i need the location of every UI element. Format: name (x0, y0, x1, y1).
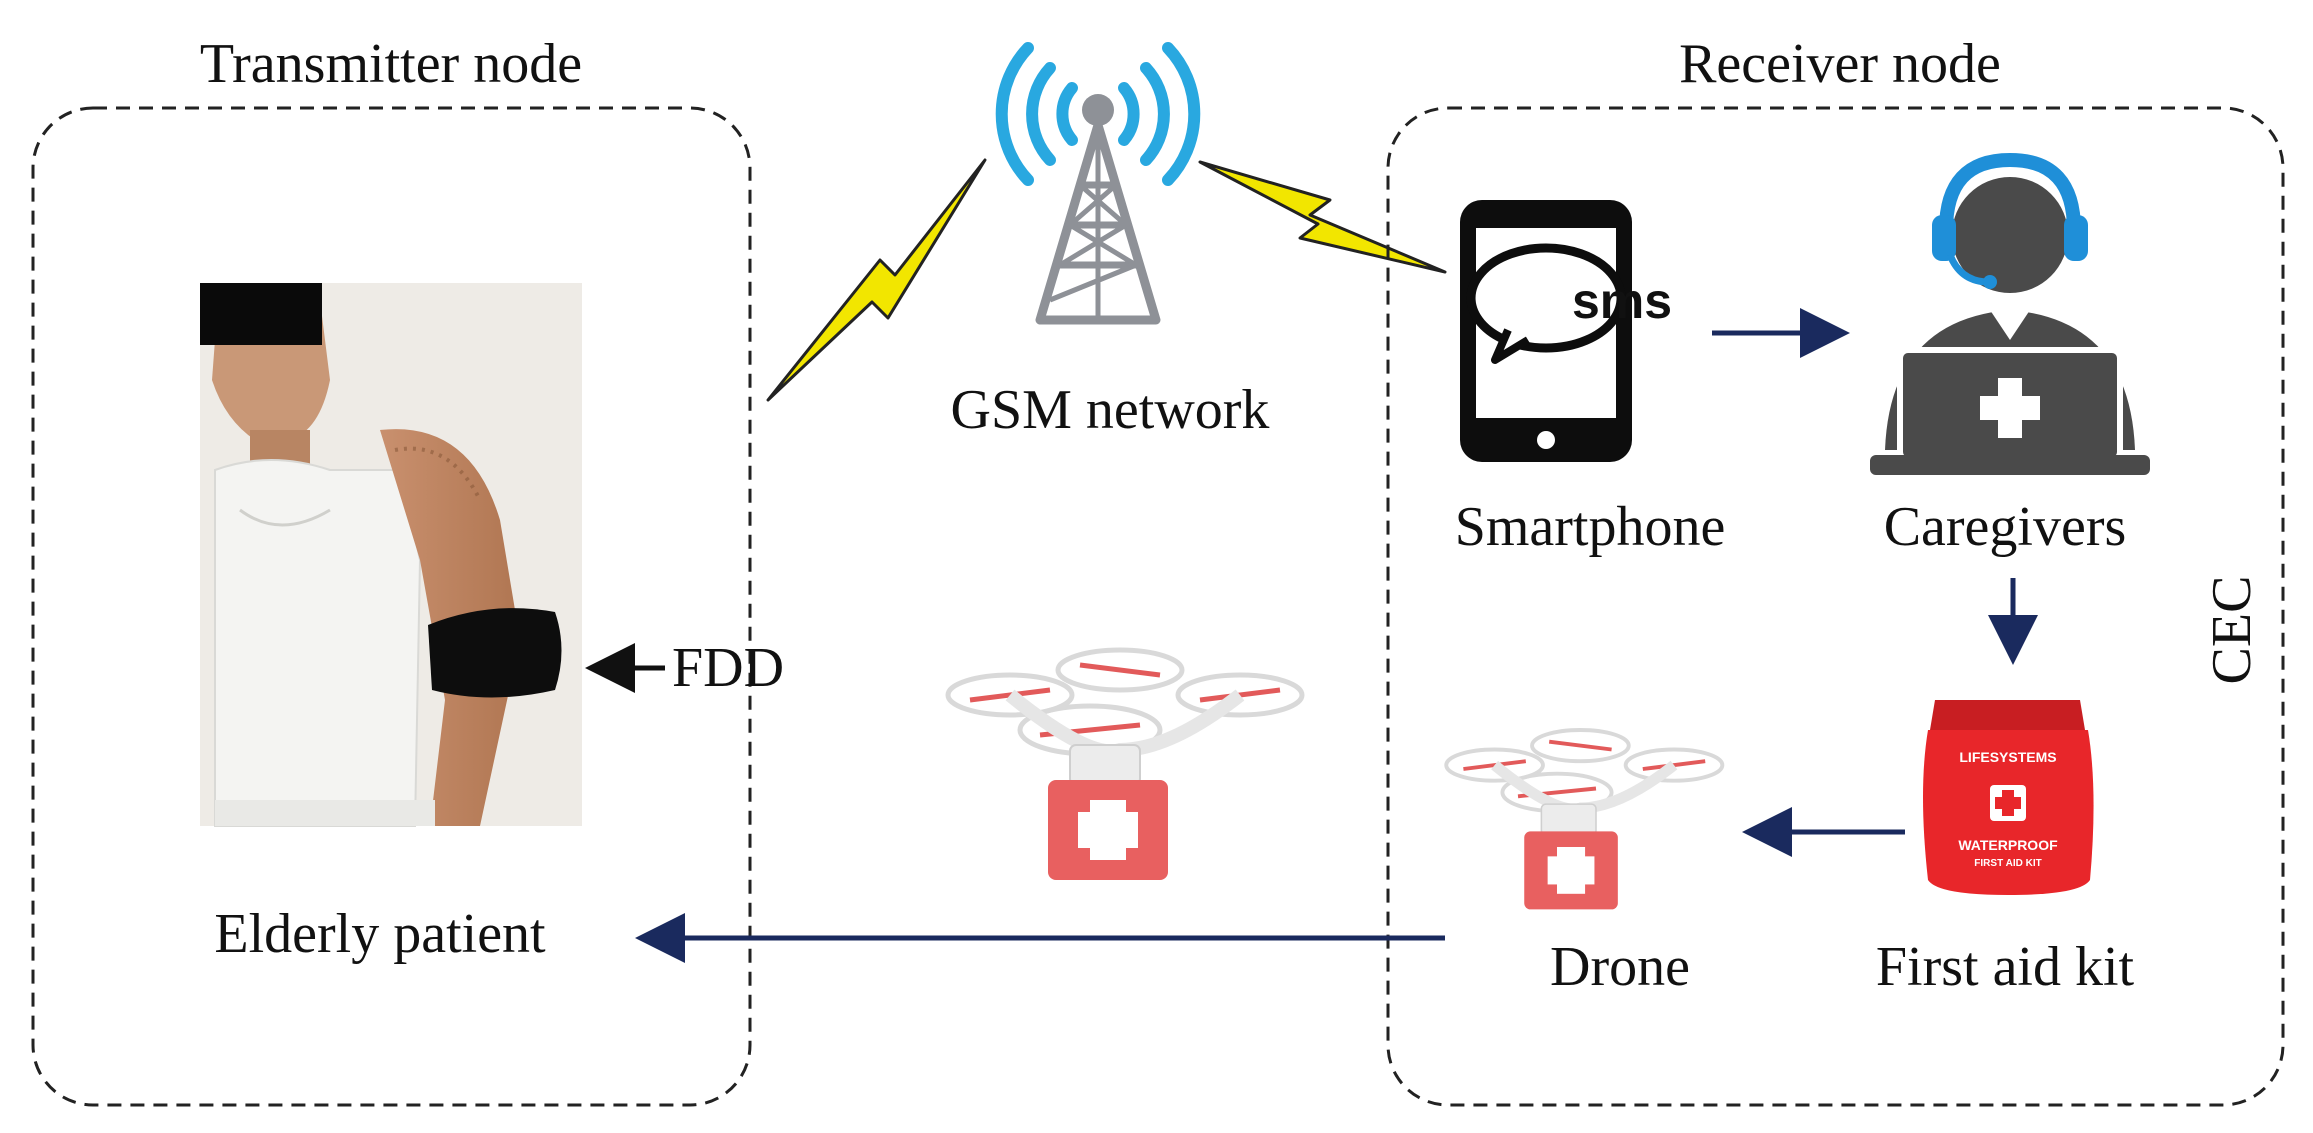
transmitter-node-boundary (31, 106, 752, 1107)
kit-waterproof-text: WATERPROOF (1958, 837, 2058, 853)
first-aid-kit-label: First aid kit (1876, 936, 2135, 998)
transmitter-node-title: Transmitter node (200, 33, 582, 95)
receiver-node-title: Receiver node (1679, 33, 2001, 95)
cell-tower-icon (1035, 94, 1161, 325)
fall-detection-device (428, 608, 562, 698)
first-aid-kit-icon: LIFESYSTEMS WATERPROOF FIRST AID KIT (1923, 700, 2094, 895)
kit-brand-text: LIFESYSTEMS (1959, 749, 2056, 765)
caregivers-label: Caregivers (1884, 496, 2127, 558)
signal-waves-icon (995, 42, 1201, 186)
gsm-network-label: GSM network (951, 379, 1270, 441)
face-censor-bar (200, 283, 322, 345)
fdd-label: FDD (672, 637, 784, 699)
drone-label: Drone (1550, 936, 1690, 998)
wireless-link-right-icon (1198, 160, 1447, 274)
elderly-patient-label: Elderly patient (214, 903, 546, 965)
caregiver-icon (1870, 152, 2150, 475)
smartphone-label: Smartphone (1455, 496, 1726, 558)
receiver-node: Receiver node CEC sms Smartphone (1386, 33, 2285, 1107)
sms-bubble-text: sms (1572, 273, 1672, 329)
drone-middle-icon (945, 647, 1305, 880)
smartphone-icon: sms (1460, 200, 1672, 462)
kit-subtext: FIRST AID KIT (1974, 858, 2041, 869)
cec-label: CEC (2201, 576, 2263, 685)
gsm-network: GSM network (766, 42, 1447, 441)
wireless-link-left-icon (766, 158, 987, 402)
patient-photo (200, 283, 582, 827)
transmitter-node: Transmitter node FDD Eld (31, 33, 784, 1107)
drone-receiver-icon (1444, 728, 1725, 910)
